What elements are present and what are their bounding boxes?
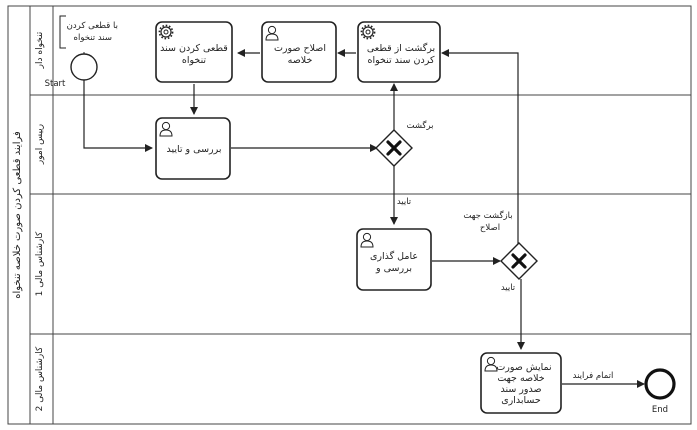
gear-icon [158,24,174,40]
flow-label-return-for-fix-1: بازگشت جهت [463,210,512,221]
exclusive-gateway-finance[interactable] [500,242,538,280]
task-fix-summary-line-1: اصلاح صورت [274,43,326,54]
task-finalize-doc[interactable]: قطعی کردن سند تنخواه [155,21,233,83]
user-icon [360,232,374,248]
task-return-from-finalize-line-1: برگشت از قطعی [367,42,435,54]
task-fix-summary[interactable]: اصلاح صورت خلاصه [261,21,337,83]
lanes: تنخواه دار رییس امور کارشناس مالی 1 کارش… [29,5,692,425]
x-mark-icon [511,253,527,269]
exclusive-gateway-head[interactable] [375,129,413,167]
task-show-summary-line-2: خلاصه جهت [497,373,544,384]
flow-label-approve-1: تایید [397,197,412,207]
start-event-circle[interactable] [70,53,98,81]
flow-gateway2-to-return [441,49,519,244]
task-agent-review-line-2: بررسی و [375,263,412,274]
pool-label: فرایند قطعی کردن صورت خلاصه تنخواه [12,131,23,299]
task-show-summary[interactable]: نمایش صورت خلاصه جهت صدور سند حسابداری [480,352,562,414]
lane-head [29,94,692,195]
task-fix-summary-line-2: خلاصه [288,55,313,66]
annotation-bracket [59,15,66,49]
flow-start-to-review [83,80,153,152]
flow-labels: برگشت تایید بازگشت جهت اصلاح تایید اتمام… [397,120,614,381]
task-review-approve-line-1: بررسی و تایید [166,144,221,155]
task-show-summary-line-4: حسابداری [501,395,541,406]
user-icon [159,121,173,137]
pool: فرایند قطعی کردن صورت خلاصه تنخواه [7,5,692,425]
lane-label-owner: تنخواه دار [35,31,45,69]
pool-border [7,5,692,425]
task-finalize-doc-line-1: قطعی کردن سند [160,43,228,54]
task-review-approve-box[interactable] [155,117,231,180]
task-agent-review-box[interactable] [356,228,432,291]
task-fix-summary-box[interactable] [261,21,337,83]
annotation-line-1: با قطعی کردن [67,21,118,31]
flow-label-return: برگشت [406,120,433,131]
end-event-label: End [652,405,668,415]
lane-finance-2 [29,333,692,425]
lane-label-head: رییس امور [35,124,45,165]
user-icon [484,356,498,372]
task-show-summary-line-3: صدور سند [500,384,541,395]
task-agent-review-line-1: عامل گذاری [370,250,418,262]
flow-label-approve-2: تایید [501,283,516,293]
task-finalize-doc-box[interactable] [155,21,233,83]
gear-icon [360,24,376,40]
task-return-from-finalize[interactable]: برگشت از قطعی کردن سند تنخواه [357,21,441,83]
task-show-summary-line-1: نمایش صورت [496,362,551,373]
x-mark-icon [386,140,402,156]
end-event[interactable]: End [644,368,676,415]
task-review-approve[interactable]: بررسی و تایید [155,117,231,180]
lane-label-finance-2: کارشناس مالی 2 [35,346,45,411]
annotation-line-2: سند تنخواه [74,33,112,43]
text-annotation: با قطعی کردن سند تنخواه [59,15,118,58]
task-show-summary-box[interactable] [480,352,562,414]
user-icon [265,25,279,41]
flow-label-end-process: اتمام فرایند [573,371,614,381]
end-event-circle[interactable] [644,368,676,400]
start-event[interactable]: Start [45,53,98,89]
sequence-flows [83,49,645,388]
task-agent-review[interactable]: عامل گذاری بررسی و [356,228,432,291]
task-return-from-finalize-line-2: کردن سند تنخواه [368,55,435,66]
start-event-label: Start [45,79,66,89]
task-return-from-finalize-box[interactable] [357,21,441,83]
lane-label-finance-1: کارشناس مالی 1 [35,231,45,296]
task-finalize-doc-line-2: تنخواه [182,55,207,66]
flow-label-return-for-fix-2: اصلاح [480,223,500,233]
